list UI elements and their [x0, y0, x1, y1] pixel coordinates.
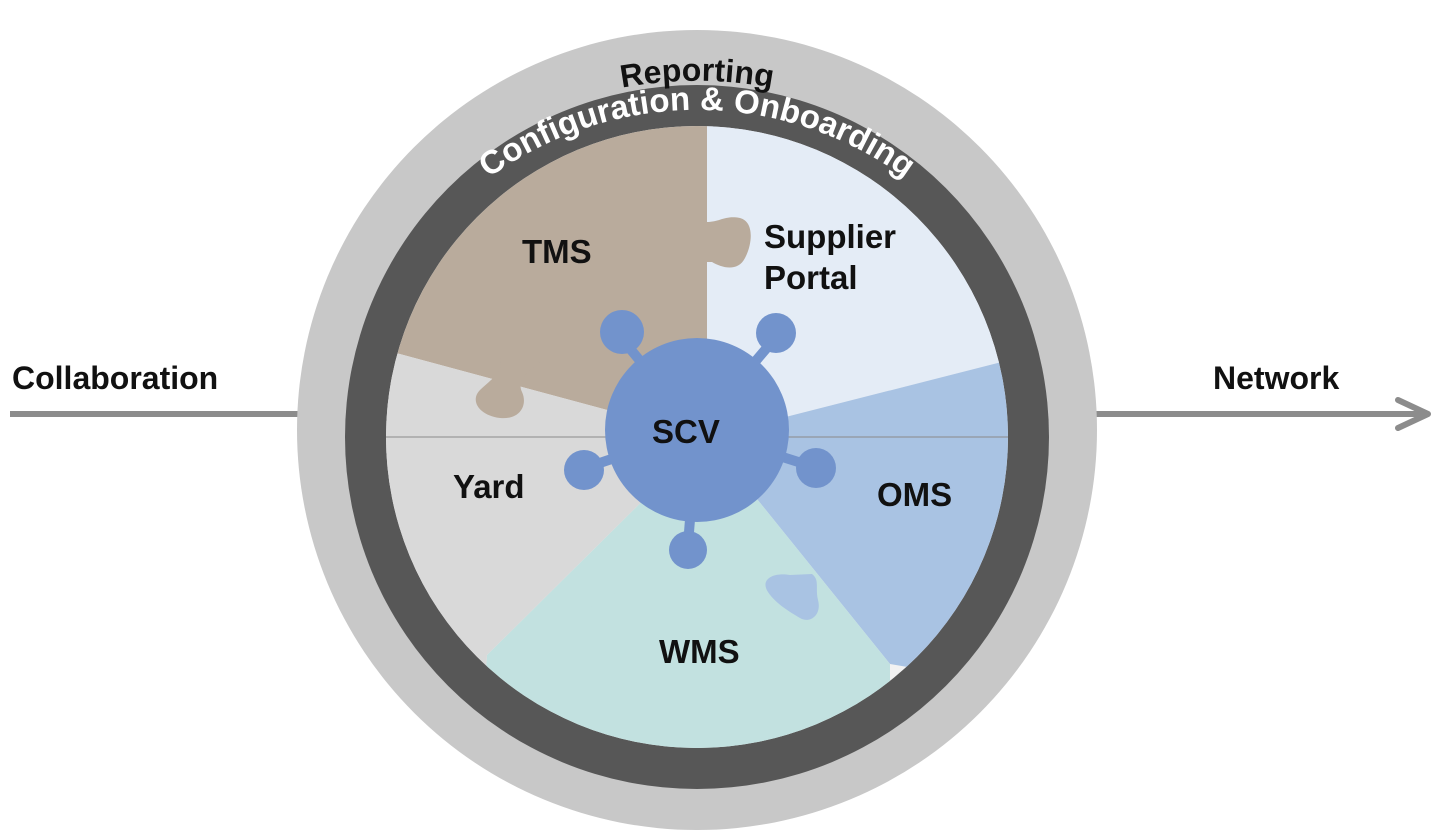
- collaboration-label: Collaboration: [12, 360, 219, 396]
- segment-wms: [480, 437, 890, 748]
- tms-knob: [475, 358, 540, 419]
- label-supplier-line1: Supplier: [764, 218, 896, 255]
- oms-knob: [765, 574, 819, 620]
- arrow-head-icon: [1395, 397, 1431, 431]
- scv-center-circle: [605, 338, 789, 522]
- wms-knob: [575, 560, 620, 608]
- supplier-knob: [857, 323, 914, 362]
- label-supplier-line2: Portal: [764, 259, 858, 296]
- label-oms: OMS: [877, 476, 952, 513]
- tms-tab: [707, 217, 751, 268]
- label-yard: Yard: [453, 468, 525, 505]
- reporting-label: Reporting: [617, 52, 776, 95]
- label-tms: TMS: [522, 233, 592, 270]
- scv-hub: [564, 310, 836, 569]
- network-label: Network: [1213, 360, 1340, 396]
- label-wms: WMS: [659, 633, 740, 670]
- label-scv: SCV: [652, 413, 720, 450]
